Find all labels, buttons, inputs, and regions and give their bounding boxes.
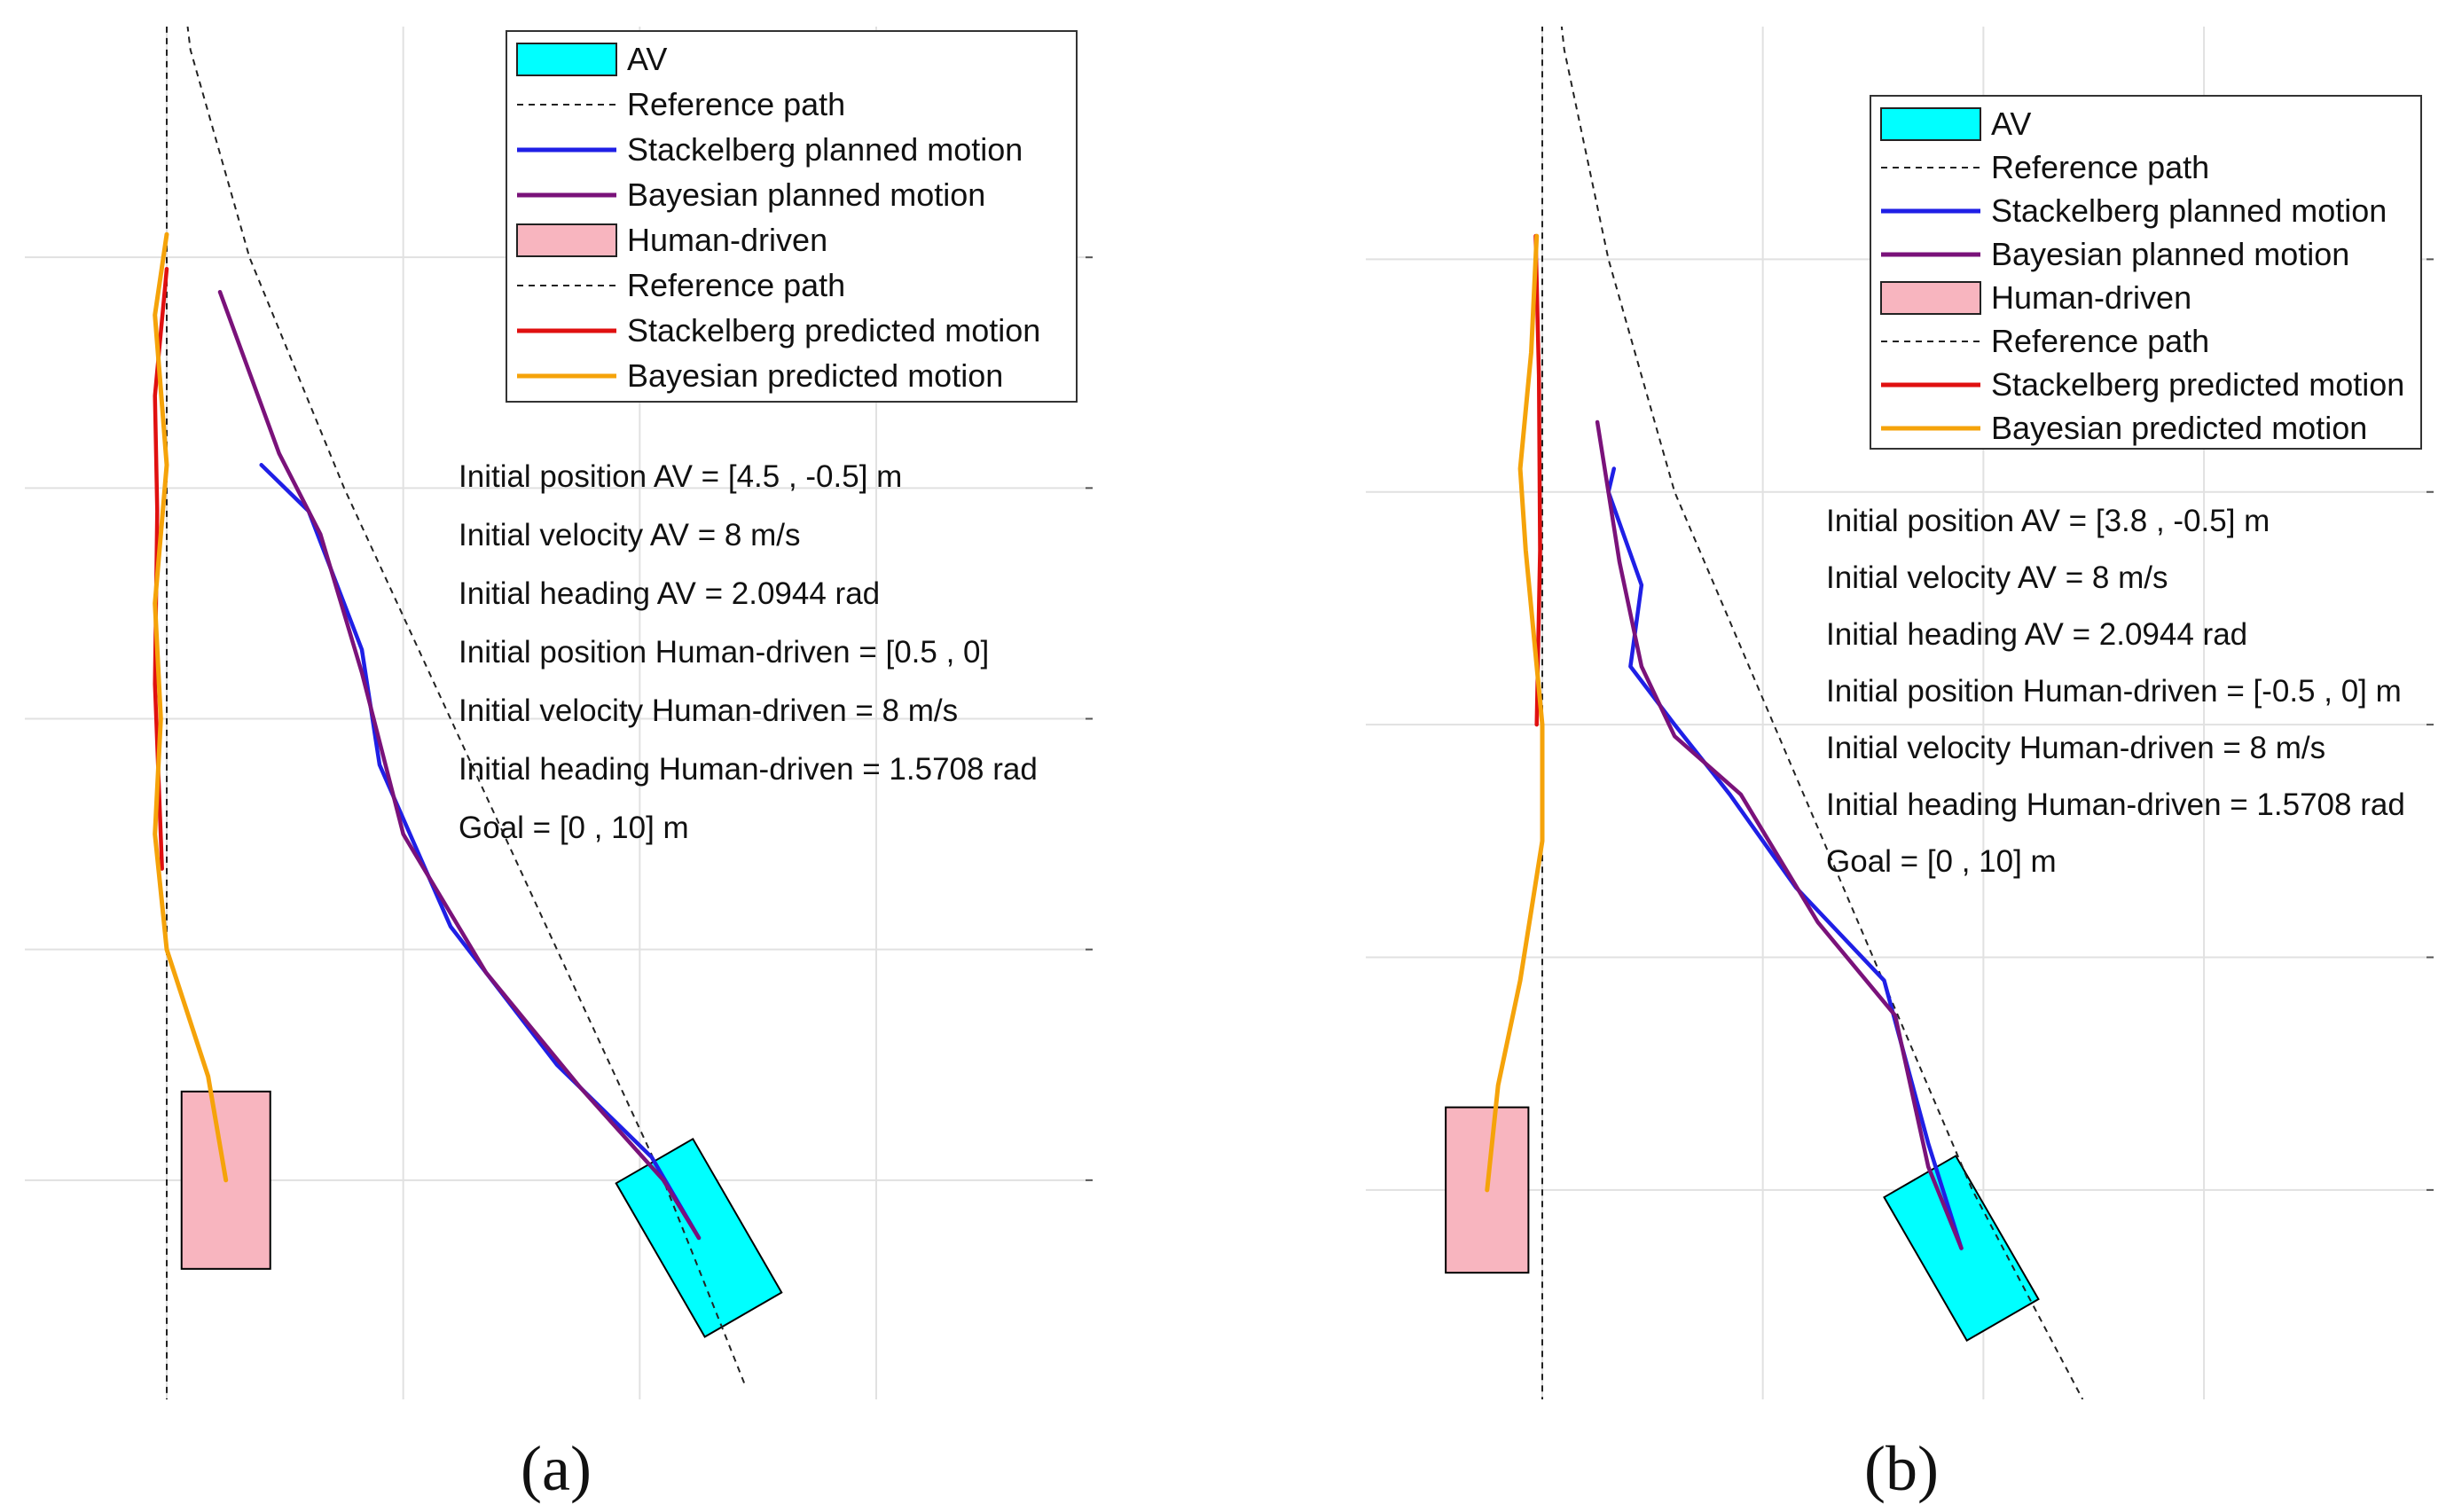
- panel-label: (b): [1864, 1433, 1939, 1504]
- bayesian-planned-line: [217, 289, 702, 1241]
- parameter-text: Initial position AV = [4.5 , -0.5] m Init…: [459, 459, 1038, 845]
- parameter-line: Initial heading Human-driven = 1.5708 ra…: [459, 752, 1038, 787]
- reference-line: [1560, 27, 2084, 1399]
- legend-label: Bayesian predicted motion: [627, 357, 1003, 394]
- legend-box: [1870, 95, 2422, 450]
- legend-label: Bayesian planned motion: [627, 176, 985, 213]
- legend-label: Stackelberg predicted motion: [627, 312, 1040, 349]
- reference-line: [186, 27, 748, 1389]
- parameter-line: Initial position AV = [3.8 , -0.5] m: [1826, 504, 2270, 538]
- parameter-line: Initial velocity AV = 8 m/s: [1826, 560, 2168, 595]
- legend-label: Stackelberg planned motion: [627, 131, 1023, 168]
- legend-swatch-human: [1880, 281, 1981, 315]
- parameter-line: Initial position Human-driven = [0.5 , 0…: [459, 635, 989, 670]
- parameter-line: Initial velocity Human-driven = 8 m/s: [1826, 731, 2325, 765]
- legend-label: Human-driven: [1991, 279, 2191, 316]
- plot-area: [1366, 27, 2430, 1399]
- legend-label: Reference path: [1991, 323, 2209, 359]
- parameter-line: Goal = [0 , 10] m: [459, 811, 689, 845]
- parameter-line: Initial heading AV = 2.0944 rad: [1826, 617, 2247, 652]
- parameter-line: Initial position Human-driven = [-0.5 , …: [1826, 674, 2402, 709]
- legend-label: Reference path: [1991, 149, 2209, 185]
- stackelberg-planned-line: [259, 463, 702, 1241]
- parameter-line: Initial heading Human-driven = 1.5708 ra…: [1826, 787, 2405, 822]
- legend-label: Bayesian predicted motion: [1991, 410, 2367, 446]
- stackelberg-predicted-line: [1533, 233, 1542, 727]
- parameter-line: Initial velocity AV = 8 m/s: [459, 518, 800, 552]
- legend-label: Stackelberg predicted motion: [1991, 366, 2404, 403]
- legend-swatch-human: [516, 223, 617, 257]
- legend-label: Reference path: [627, 86, 845, 122]
- bayesian-predicted-line: [153, 231, 229, 1183]
- legend-box: [506, 30, 1078, 403]
- bayesian-planned-line: [1595, 419, 1964, 1250]
- legend-swatch-av: [1880, 107, 1981, 141]
- legend-label: AV: [627, 41, 667, 77]
- legend-label: Human-driven: [627, 222, 827, 258]
- legend-label: Bayesian planned motion: [1991, 236, 2349, 272]
- legend-label: Reference path: [627, 267, 845, 303]
- plot-area: [25, 27, 1089, 1399]
- parameter-line: Goal = [0 , 10] m: [1826, 844, 2057, 879]
- parameter-line: Initial heading AV = 2.0944 rad: [459, 576, 880, 611]
- parameter-line: Initial position AV = [4.5 , -0.5] m: [459, 459, 902, 494]
- legend-swatch-av: [516, 43, 617, 76]
- legend-label: Stackelberg planned motion: [1991, 192, 2387, 229]
- parameter-line: Initial velocity Human-driven = 8 m/s: [459, 693, 958, 728]
- legend-label: AV: [1991, 106, 2031, 142]
- bayesian-predicted-line: [1485, 233, 1545, 1193]
- panel-label: (a): [521, 1433, 592, 1504]
- parameter-text: Initial position AV = [3.8 , -0.5] m Init…: [1826, 504, 2405, 879]
